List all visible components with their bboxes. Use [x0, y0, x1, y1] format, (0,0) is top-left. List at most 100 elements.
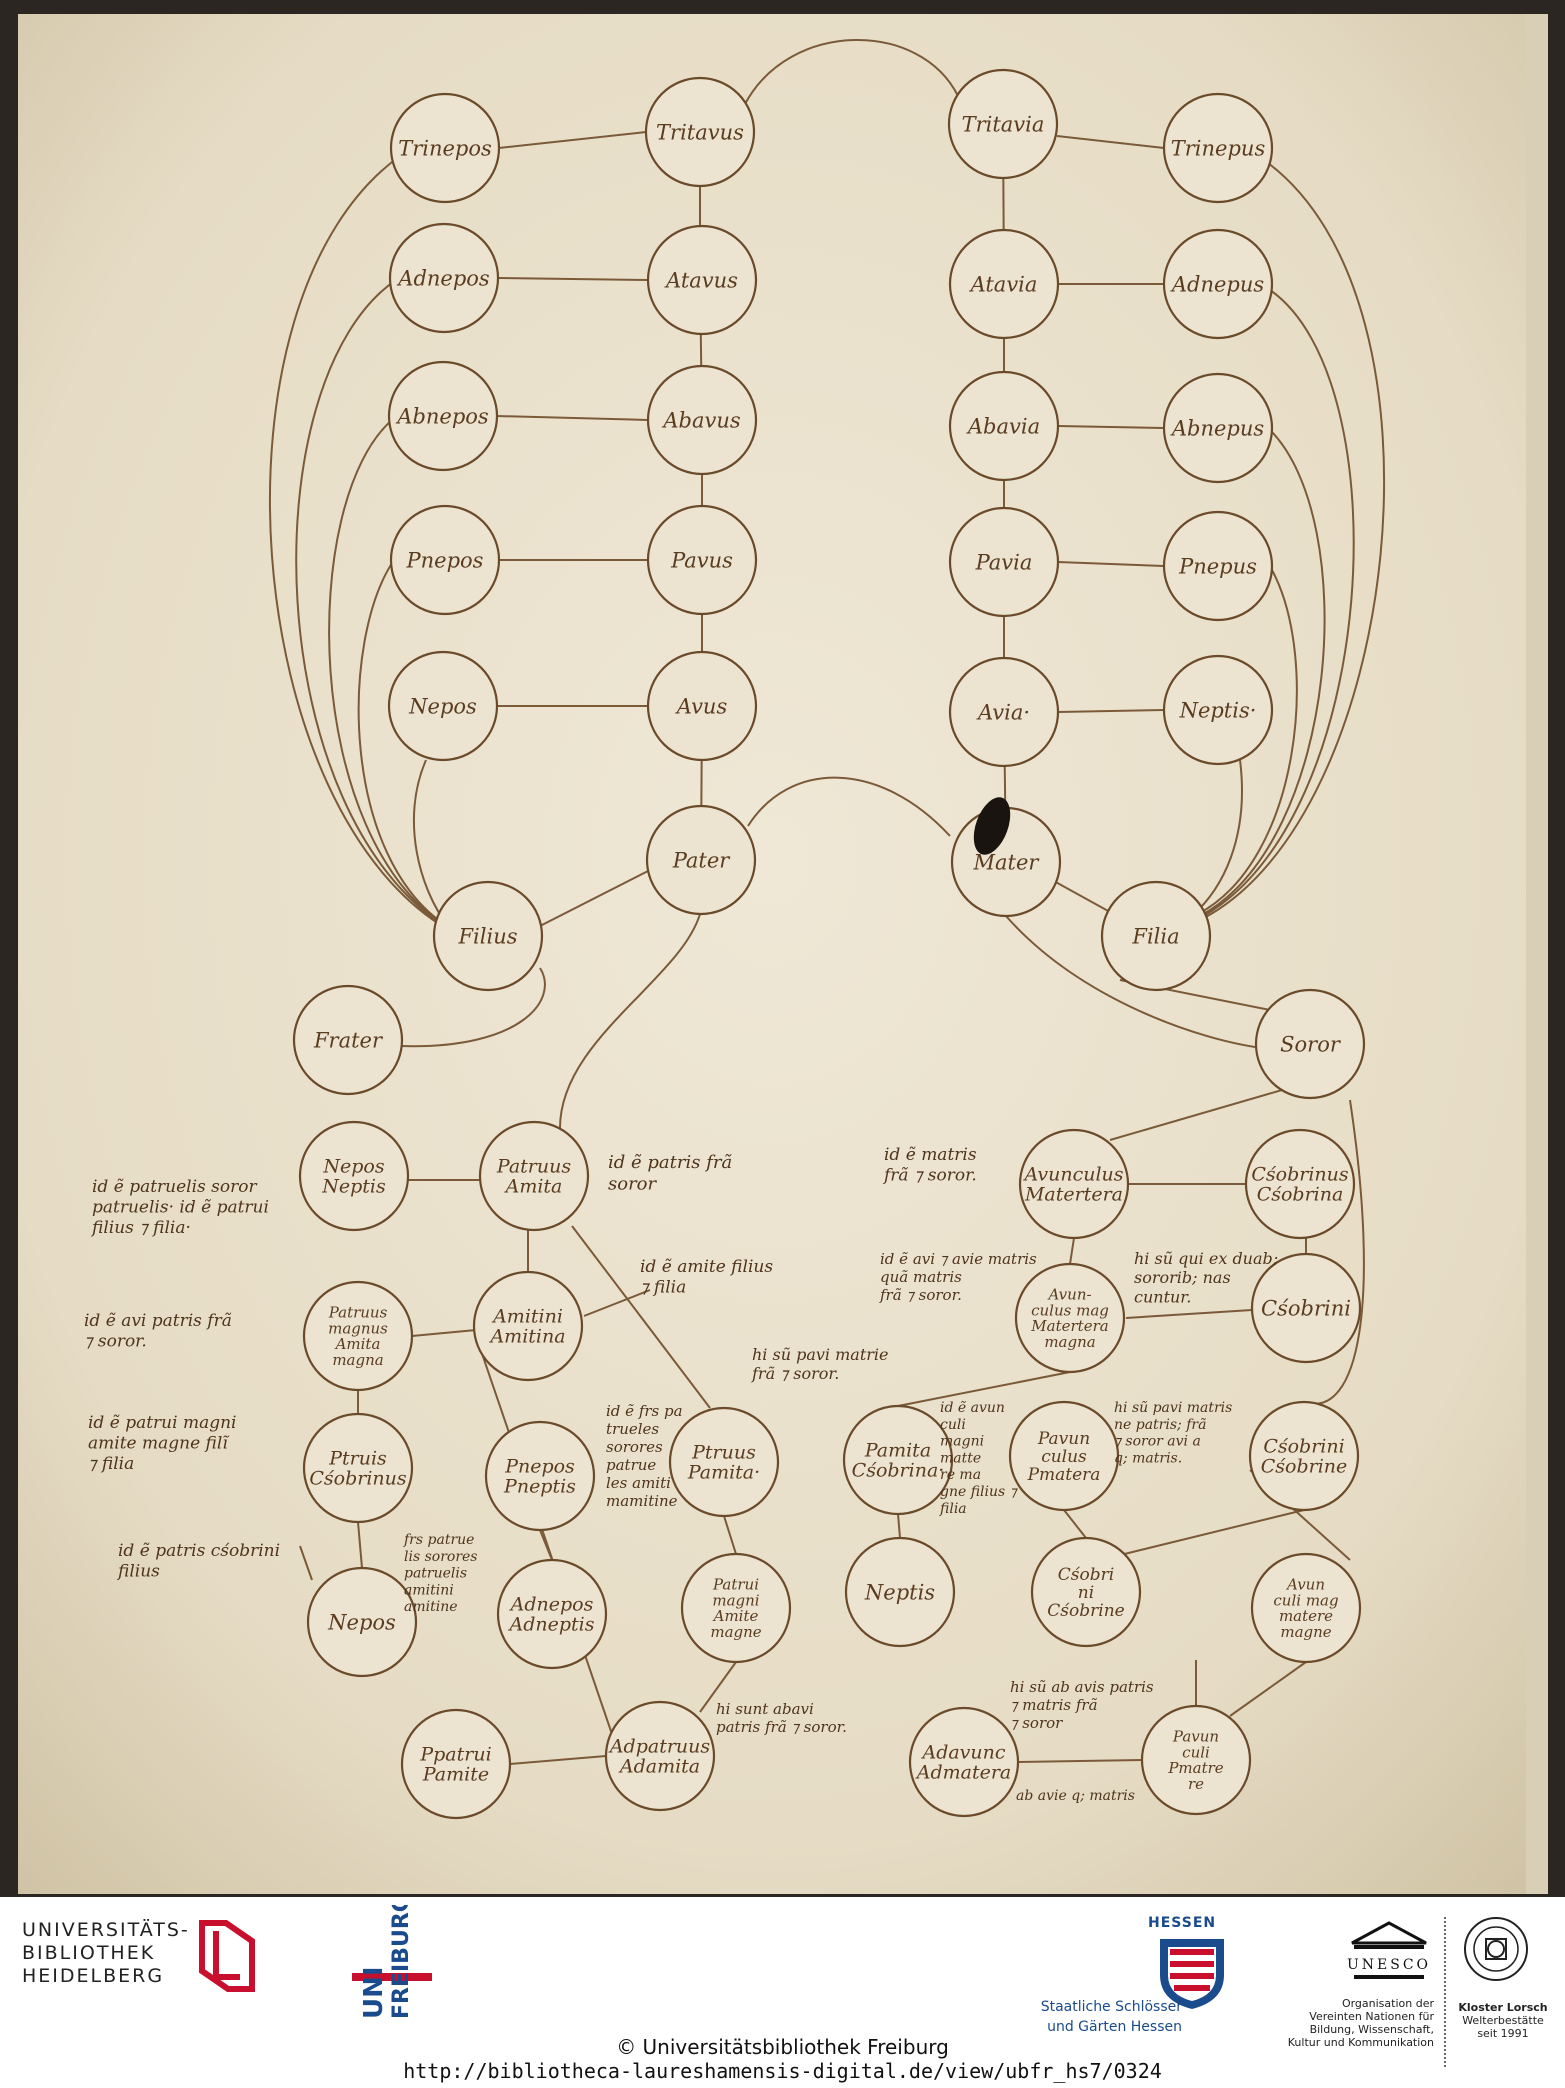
world-heritage-emblem-icon[interactable]: [1462, 1915, 1530, 1983]
unesco-logo-icon[interactable]: UNESCO: [1344, 1917, 1434, 1987]
kin-label: Trinepos: [398, 136, 492, 160]
uni-freiburg-logo-icon[interactable]: UNI FREIBURG: [352, 1905, 432, 2021]
kin-node-abnepos-r[interactable]: Abnepus: [1162, 372, 1274, 484]
kin-node-consobrini[interactable]: Cśobrini: [1250, 1252, 1362, 1364]
kin-node-abnepos-l[interactable]: Abnepos: [387, 360, 499, 472]
hessen-shield-icon[interactable]: [1156, 1935, 1228, 2011]
kin-circle: [400, 1708, 512, 1820]
kin-label: Avia·: [976, 700, 1030, 724]
kin-circle: [908, 1706, 1020, 1818]
kin-node-abavus[interactable]: Abavus: [646, 364, 758, 476]
connector-line: [699, 1661, 737, 1713]
kin-node-filia[interactable]: Filia: [1100, 880, 1212, 992]
hessen-label: HESSEN: [1148, 1915, 1217, 1931]
kin-circle: [604, 1700, 716, 1812]
kin-node-neptis-r[interactable]: Neptis·: [1162, 654, 1274, 766]
kin-circle: [668, 1406, 780, 1518]
kin-node-pronepos-r[interactable]: Pnepus: [1162, 510, 1274, 622]
kin-node-proavus[interactable]: Pavus: [646, 504, 758, 616]
kin-node-pater[interactable]: Pater: [645, 804, 757, 916]
kin-node-trinepos-r[interactable]: Trinepus: [1162, 92, 1274, 204]
connector-line: [747, 776, 951, 837]
kin-node-soror[interactable]: Soror: [1254, 988, 1366, 1100]
kin-node-tritavia[interactable]: Tritavia: [947, 68, 1059, 180]
kin-node-atavia[interactable]: Atavia: [948, 228, 1060, 340]
connector-line: [1109, 1089, 1283, 1141]
kin-label: Adnepos: [396, 266, 490, 290]
kin-circle: [302, 1412, 414, 1524]
kin-node-nepos-3[interactable]: Nepos: [306, 1566, 418, 1678]
kin-label: Tritavia: [962, 112, 1045, 136]
kin-node-avus[interactable]: Avus: [646, 650, 758, 762]
kin-node-proavia[interactable]: Pavia: [948, 506, 1060, 618]
kin-label: Abnepos: [395, 404, 489, 428]
connector-line: [1051, 879, 1111, 913]
kin-label: Filia: [1131, 924, 1179, 948]
kin-label: Soror: [1280, 1032, 1342, 1056]
connector-line: [413, 759, 449, 927]
kin-circle: [948, 370, 1060, 482]
connector-line: [897, 1513, 901, 1539]
kin-circle: [948, 506, 1060, 618]
kin-circle: [646, 224, 758, 336]
kin-node-adnepos-l[interactable]: Adnepos: [388, 222, 500, 334]
connector-line: [1199, 159, 1385, 921]
kin-node-tritavus[interactable]: Tritavus: [644, 76, 756, 188]
kin-node-abavia[interactable]: Abavia: [948, 370, 1060, 482]
kin-node-atavus[interactable]: Atavus: [646, 224, 758, 336]
connector-line: [1057, 425, 1165, 429]
kin-label: Adnepus: [1170, 272, 1265, 296]
kin-circle: [496, 1558, 608, 1670]
kin-circle: [948, 656, 1060, 768]
kin-node-frater[interactable]: Frater: [292, 984, 404, 1096]
kin-node-nepos-l[interactable]: Nepos: [387, 650, 499, 762]
schloesser-text: Staatliche Schlösser und Gärten Hessen: [1040, 1999, 1182, 2035]
kin-label: Atavus: [664, 268, 738, 292]
kin-node-filius[interactable]: Filius: [432, 880, 544, 992]
source-url-link[interactable]: http://bibliotheca-laureshamensis-digita…: [403, 2059, 1162, 2083]
connector-line: [897, 1371, 1071, 1407]
kin-label: Pnepus: [1178, 554, 1257, 578]
library-name[interactable]: UNIVERSITÄTS- BIBLIOTHEK HEIDELBERG: [22, 1919, 190, 1987]
kin-node-neptis-3[interactable]: Neptis: [844, 1536, 956, 1648]
kin-node-trinepos-l[interactable]: Trinepos: [389, 92, 501, 204]
kin-node-pronepos-l[interactable]: Pnepos: [389, 504, 501, 616]
kin-node-avia[interactable]: Avia·: [948, 656, 1060, 768]
kin-circle: [1250, 1552, 1362, 1664]
connector-line: [1057, 709, 1165, 713]
library-logo-icon[interactable]: [196, 1915, 258, 1995]
kin-node-adnepos-r[interactable]: Adnepus: [1162, 228, 1274, 340]
kin-circle: [389, 92, 501, 204]
connector-line: [496, 415, 649, 421]
